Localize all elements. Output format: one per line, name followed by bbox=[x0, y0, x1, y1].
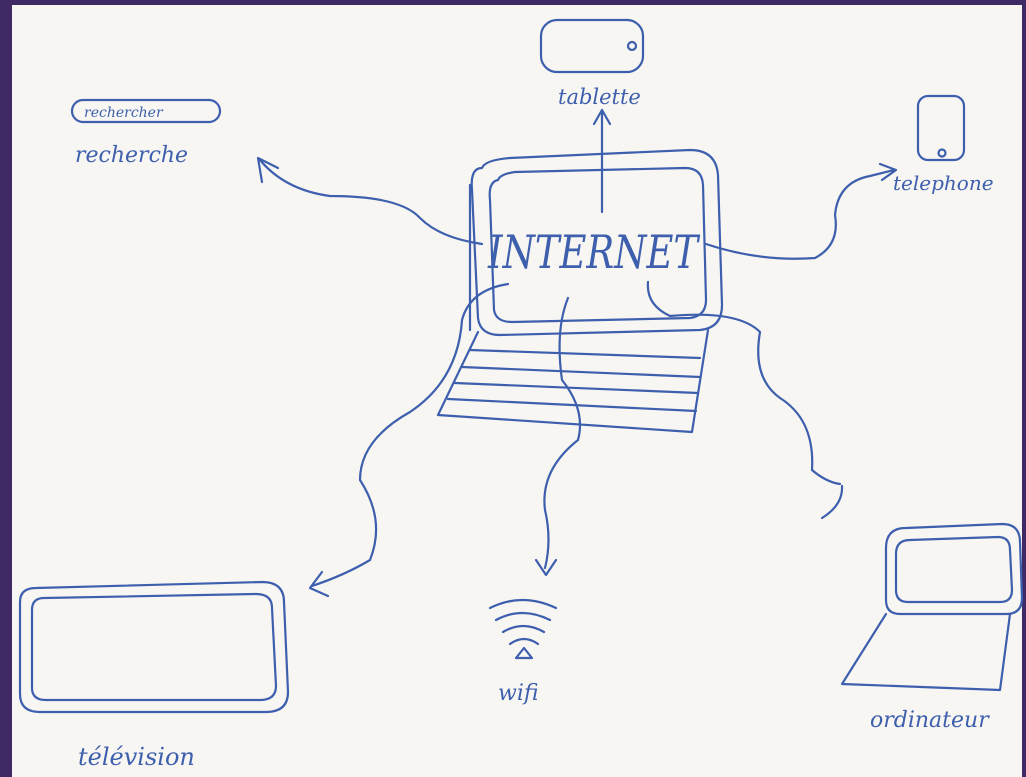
search-node: rechercher recherche bbox=[72, 100, 220, 168]
tv-outer bbox=[20, 582, 288, 712]
search-label: recherche bbox=[75, 143, 188, 168]
connector-phone bbox=[706, 170, 894, 259]
search-box-label: rechercher bbox=[84, 105, 164, 121]
computer-base bbox=[842, 614, 1010, 690]
tablet-node: tablette bbox=[541, 20, 643, 109]
connector-computer bbox=[648, 282, 840, 484]
internet-label: INTERNET bbox=[487, 225, 700, 279]
tv-inner bbox=[32, 594, 276, 700]
keyboard-line-1 bbox=[470, 350, 700, 358]
computer-label: ordinateur bbox=[870, 708, 990, 733]
phone-button bbox=[939, 150, 946, 157]
computer-node: ordinateur bbox=[842, 524, 1022, 733]
wifi-arc-4 bbox=[510, 639, 538, 644]
internet-laptop: INTERNET bbox=[438, 150, 722, 432]
wifi-node: wifi bbox=[490, 600, 556, 706]
keyboard-line-4 bbox=[448, 399, 696, 411]
wifi-arc-2 bbox=[496, 613, 550, 620]
tablet-button bbox=[628, 42, 636, 50]
wifi-dot bbox=[516, 648, 532, 658]
keyboard-line-3 bbox=[455, 383, 698, 393]
arrowhead-computer bbox=[822, 486, 842, 518]
tablet-label: tablette bbox=[558, 85, 641, 109]
wifi-label: wifi bbox=[498, 681, 539, 706]
wifi-arc-1 bbox=[490, 600, 556, 608]
connector-tv bbox=[312, 284, 508, 586]
tv-node: télévision bbox=[20, 582, 288, 771]
computer-screen-inner bbox=[896, 537, 1012, 602]
connector-wifi bbox=[544, 298, 580, 568]
tv-label: télévision bbox=[78, 743, 195, 771]
keyboard-line-2 bbox=[462, 367, 700, 377]
phone-label: telephone bbox=[893, 171, 994, 195]
internet-laptop-keyboard bbox=[438, 330, 708, 432]
connector-search bbox=[260, 160, 482, 244]
wifi-arc-3 bbox=[503, 626, 544, 632]
phone-node: telephone bbox=[893, 96, 994, 195]
